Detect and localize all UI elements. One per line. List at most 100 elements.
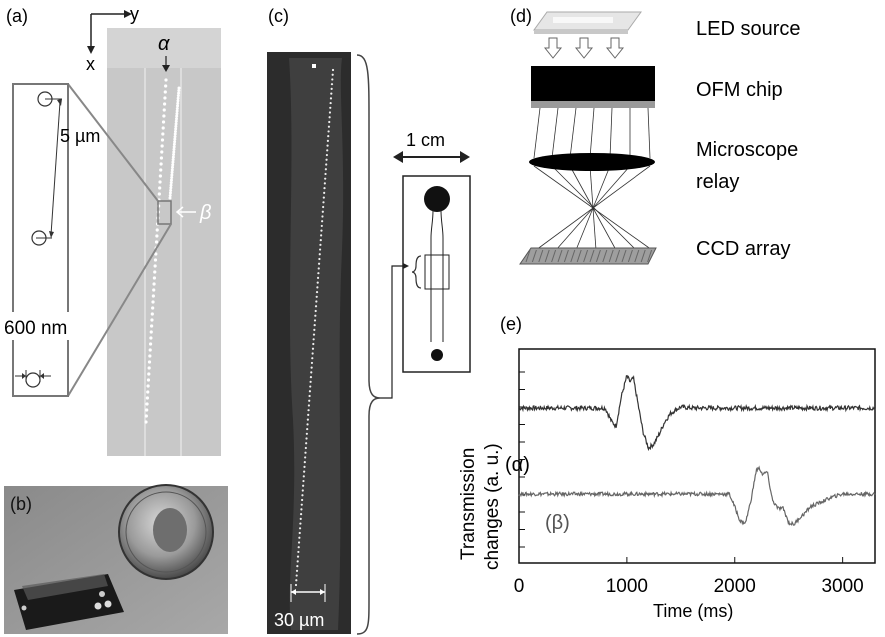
aperture-dot-side <box>174 117 178 121</box>
axis-y-label: y <box>130 4 139 24</box>
micrograph-dot <box>296 555 300 558</box>
aperture-dot <box>158 186 162 190</box>
micrograph-dot <box>295 579 298 582</box>
micrograph-dot <box>301 494 304 497</box>
coin-portrait <box>153 508 187 552</box>
ccd-pixel <box>634 249 640 263</box>
micrograph-dot <box>321 210 324 213</box>
ofm-chip-block <box>531 66 655 101</box>
trace-alpha <box>518 374 876 452</box>
aperture-dot <box>151 306 155 310</box>
aperture-dot <box>158 174 162 178</box>
micrograph-dot <box>300 503 303 506</box>
aperture-dot <box>155 228 159 232</box>
aperture-dot <box>160 150 164 154</box>
ccd-pixel <box>551 249 557 263</box>
ccd-pixel <box>595 249 601 263</box>
ccd-pixel <box>570 249 576 263</box>
micrograph-dot <box>298 531 301 535</box>
micrograph-dot <box>318 253 321 256</box>
micrograph-dot <box>306 427 309 431</box>
brace <box>356 54 381 635</box>
micrograph-dot <box>313 319 317 322</box>
micrograph-dot <box>295 569 299 572</box>
micrograph-dot <box>327 130 330 133</box>
micrograph-dot <box>326 139 330 142</box>
micrograph-dot <box>321 215 324 218</box>
ofm-label: OFM chip <box>696 79 783 101</box>
micrograph-dot <box>322 201 325 204</box>
aperture-dot-side <box>171 155 175 159</box>
micrograph-dot <box>330 87 333 90</box>
micrograph-dot <box>319 248 322 251</box>
ray-upper <box>533 107 541 159</box>
micrograph-dot <box>308 399 311 402</box>
y-axis-label-2: changes (a. u.) <box>482 443 503 570</box>
aperture-dot-side <box>177 91 181 95</box>
aperture-dot <box>150 324 154 328</box>
panel-e-label: (e) <box>500 314 522 334</box>
micrograph-dot <box>320 229 323 232</box>
micrograph-dot <box>313 328 316 331</box>
relay-label-1: Microscope <box>696 139 798 161</box>
ccd-pixel <box>563 249 569 263</box>
beta-box <box>157 200 172 225</box>
led-source <box>533 11 642 34</box>
aperture-dot-side <box>175 112 179 116</box>
aperture-dot <box>147 360 152 364</box>
micrograph-dot <box>299 517 302 520</box>
micrograph-dot <box>297 546 300 549</box>
aperture-dot <box>164 78 168 82</box>
micrograph-dot <box>312 333 316 336</box>
aperture-dot-side <box>173 129 177 133</box>
micrograph-dot <box>321 220 324 223</box>
ray-upper <box>589 107 595 159</box>
micrograph-dot <box>315 295 318 298</box>
aperture-dot-side <box>170 170 174 174</box>
aperture-dot-side <box>171 158 175 162</box>
aperture-dot <box>153 270 157 274</box>
aperture-dot <box>152 282 156 286</box>
micrograph-dot <box>324 168 327 171</box>
micrograph-dot <box>328 111 332 114</box>
ccd-pixel <box>525 249 531 263</box>
ccd-pixel <box>608 249 614 263</box>
zoom-line-bottom <box>67 223 172 397</box>
aperture-dot <box>150 318 154 322</box>
aperture-dot-side <box>172 147 176 151</box>
aperture-dot <box>149 336 153 340</box>
ccd-pixel <box>640 249 646 263</box>
ccd-pixel <box>621 249 627 263</box>
micrograph-dot <box>307 413 310 417</box>
micrograph-dot <box>310 371 313 374</box>
ray-upper <box>551 107 559 159</box>
micrograph-dot <box>314 305 318 308</box>
micrograph-dot <box>319 243 322 246</box>
aperture-dot-side <box>174 127 178 131</box>
micrograph-dot <box>310 366 313 369</box>
channel-inlet <box>107 28 221 68</box>
series-beta-label: (β) <box>545 512 570 534</box>
micrograph-dot <box>330 92 333 95</box>
aperture-dot-side <box>173 140 177 144</box>
micrograph-dot <box>297 550 300 554</box>
ccd-pixel <box>589 249 595 263</box>
relay-label-2: relay <box>696 171 739 193</box>
micrograph-dot <box>297 541 301 544</box>
micrograph-dot <box>307 404 310 407</box>
aperture-dot-side <box>171 165 175 169</box>
micrograph-dot <box>306 423 309 426</box>
x-axis-label: Time (ms) <box>653 601 733 621</box>
aperture-dot <box>161 132 165 136</box>
micrograph-dot <box>314 314 317 317</box>
micrograph-dot <box>311 352 314 355</box>
aperture-dot-side <box>171 160 175 164</box>
aperture-dot-side <box>171 163 175 167</box>
aperture-dot <box>164 84 168 88</box>
panel-a-label: (a) <box>6 6 28 26</box>
micrograph-dot <box>316 281 319 284</box>
aperture-dot-side <box>172 145 176 149</box>
ccd-pixel <box>627 249 633 263</box>
micrograph-dot <box>329 106 332 109</box>
